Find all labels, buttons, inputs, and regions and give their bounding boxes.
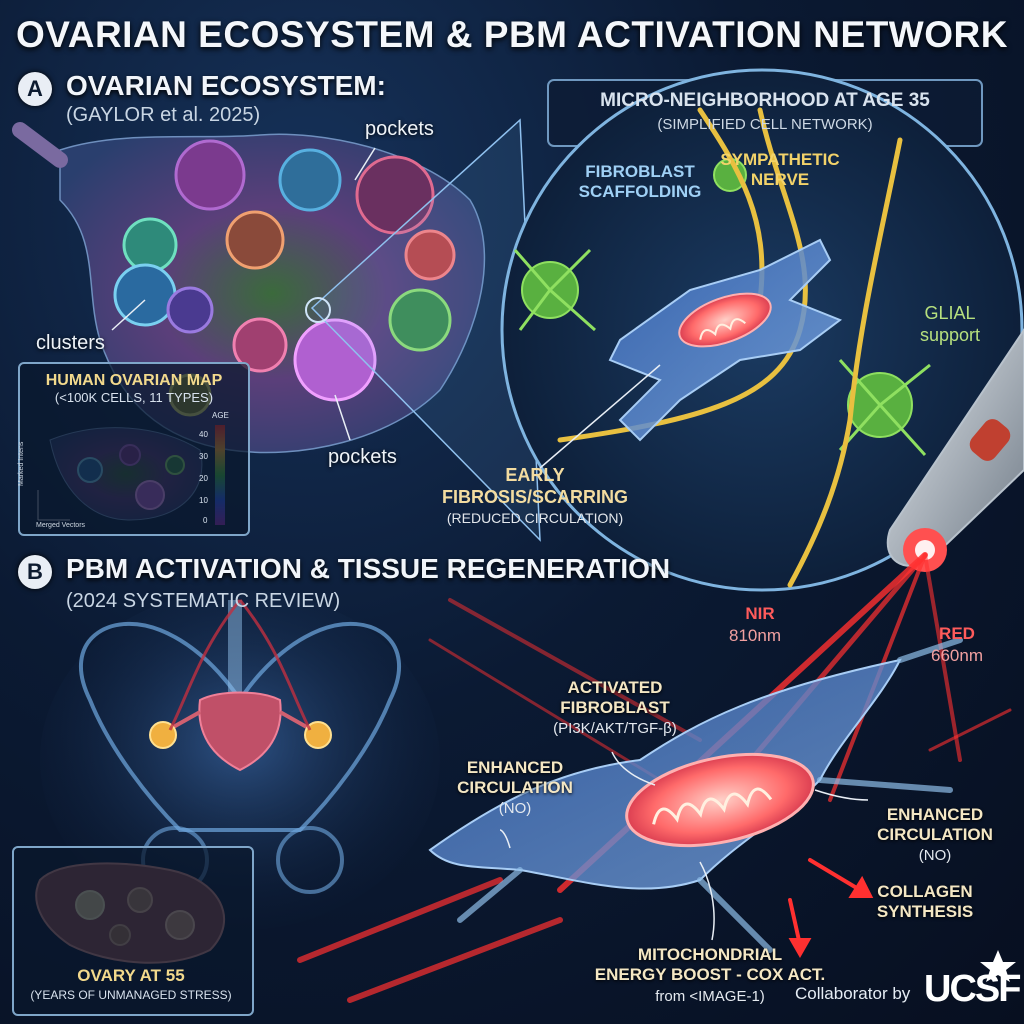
label-early-fibrosis: EARLY FIBROSIS/SCARRING	[441, 465, 628, 507]
collaborator-text: Collaborator by	[795, 984, 911, 1003]
map-axis-y-label: Marked Intens	[18, 441, 25, 486]
micro-subtitle: (SIMPLIFIED CELL NETWORK)	[657, 116, 873, 133]
label-reduced-circulation: (REDUCED CIRCULATION)	[446, 510, 624, 526]
map-box-subtitle: (<100K CELLS, 11 TYPES)	[54, 390, 214, 405]
ucsf-logo: UCSF	[924, 968, 1021, 1010]
label-nir-wavelength: 810nm	[729, 626, 781, 645]
label-clusters: clusters	[36, 332, 105, 354]
ovary-box-subtitle: (YEARS OF UNMANAGED STRESS)	[30, 988, 232, 1002]
micro-neighborhood-circle	[500, 68, 1024, 592]
label-red: RED	[939, 624, 975, 643]
label-sympathetic-nerve: SYMPATHETIC NERVE	[720, 150, 840, 189]
map-box-title: HUMAN OVARIAN MAP	[45, 372, 223, 389]
map-legend-tick-30: 30	[199, 452, 208, 461]
label-pockets-top: pockets	[365, 118, 434, 140]
ovary-box-title: OVARY AT 55	[77, 966, 185, 985]
section-b-citation: (2024 SYSTEMATIC REVIEW)	[66, 590, 341, 612]
label-collagen-synthesis: COLLAGEN SYNTHESIS	[876, 882, 974, 921]
label-fibroblast-scaffolding: FIBROBLAST SCAFFOLDING	[578, 162, 702, 201]
section-b-title: PBM ACTIVATION & TISSUE REGENERATION	[66, 553, 671, 584]
section-a-badge: A	[18, 72, 52, 106]
pelvis-illustration	[40, 590, 440, 930]
laser-device-illustration	[886, 328, 1024, 572]
micro-title: MICRO-NEIGHBORHOOD AT AGE 35	[600, 90, 930, 111]
ovary-at-55-box	[12, 846, 254, 1016]
label-circulation-right-no: (NO)	[918, 847, 952, 864]
map-legend-tick-20: 20	[199, 474, 208, 483]
label-glial-support: GLIAL support	[919, 303, 981, 345]
label-circulation-left: ENHANCED CIRCULATION	[457, 758, 573, 797]
ucsf-star-icon	[980, 950, 1016, 982]
main-title: OVARIAN ECOSYSTEM & PBM ACTIVATION NETWO…	[16, 14, 1008, 55]
map-legend-tick-40: 40	[199, 430, 208, 439]
label-nir: NIR	[745, 604, 775, 623]
section-a-title: OVARIAN ECOSYSTEM:	[66, 70, 386, 101]
label-mitochondrial-boost: MITOCHONDRIAL ENERGY BOOST - COX ACT.	[594, 945, 826, 984]
label-pockets-bottom: pockets	[328, 446, 397, 468]
map-legend-tick-10: 10	[199, 496, 208, 505]
section-b-badge: B	[18, 555, 52, 589]
map-legend-title: AGE	[212, 411, 229, 420]
label-circulation-right: ENHANCED CIRCULATION	[877, 805, 993, 844]
activated-fibroblast-illustration	[428, 637, 963, 953]
section-a-citation: (GAYLOR et al. 2025)	[66, 104, 261, 126]
label-mitochondrial-source: from <IMAGE-1)	[655, 988, 765, 1005]
map-legend-tick-0: 0	[203, 516, 208, 525]
label-activated-pathway: (PI3K/AKT/TGF-β)	[553, 720, 677, 737]
label-circulation-left-no: (NO)	[498, 800, 532, 817]
label-red-wavelength: 660nm	[931, 646, 983, 665]
map-axis-x-label: Merged Vectors	[36, 522, 86, 529]
human-ovarian-map-box: HUMAN OVARIAN MAP (<100K CELLS, 11 TYPES…	[18, 362, 250, 536]
label-activated-fibroblast: ACTIVATED FIBROBLAST	[560, 678, 670, 717]
